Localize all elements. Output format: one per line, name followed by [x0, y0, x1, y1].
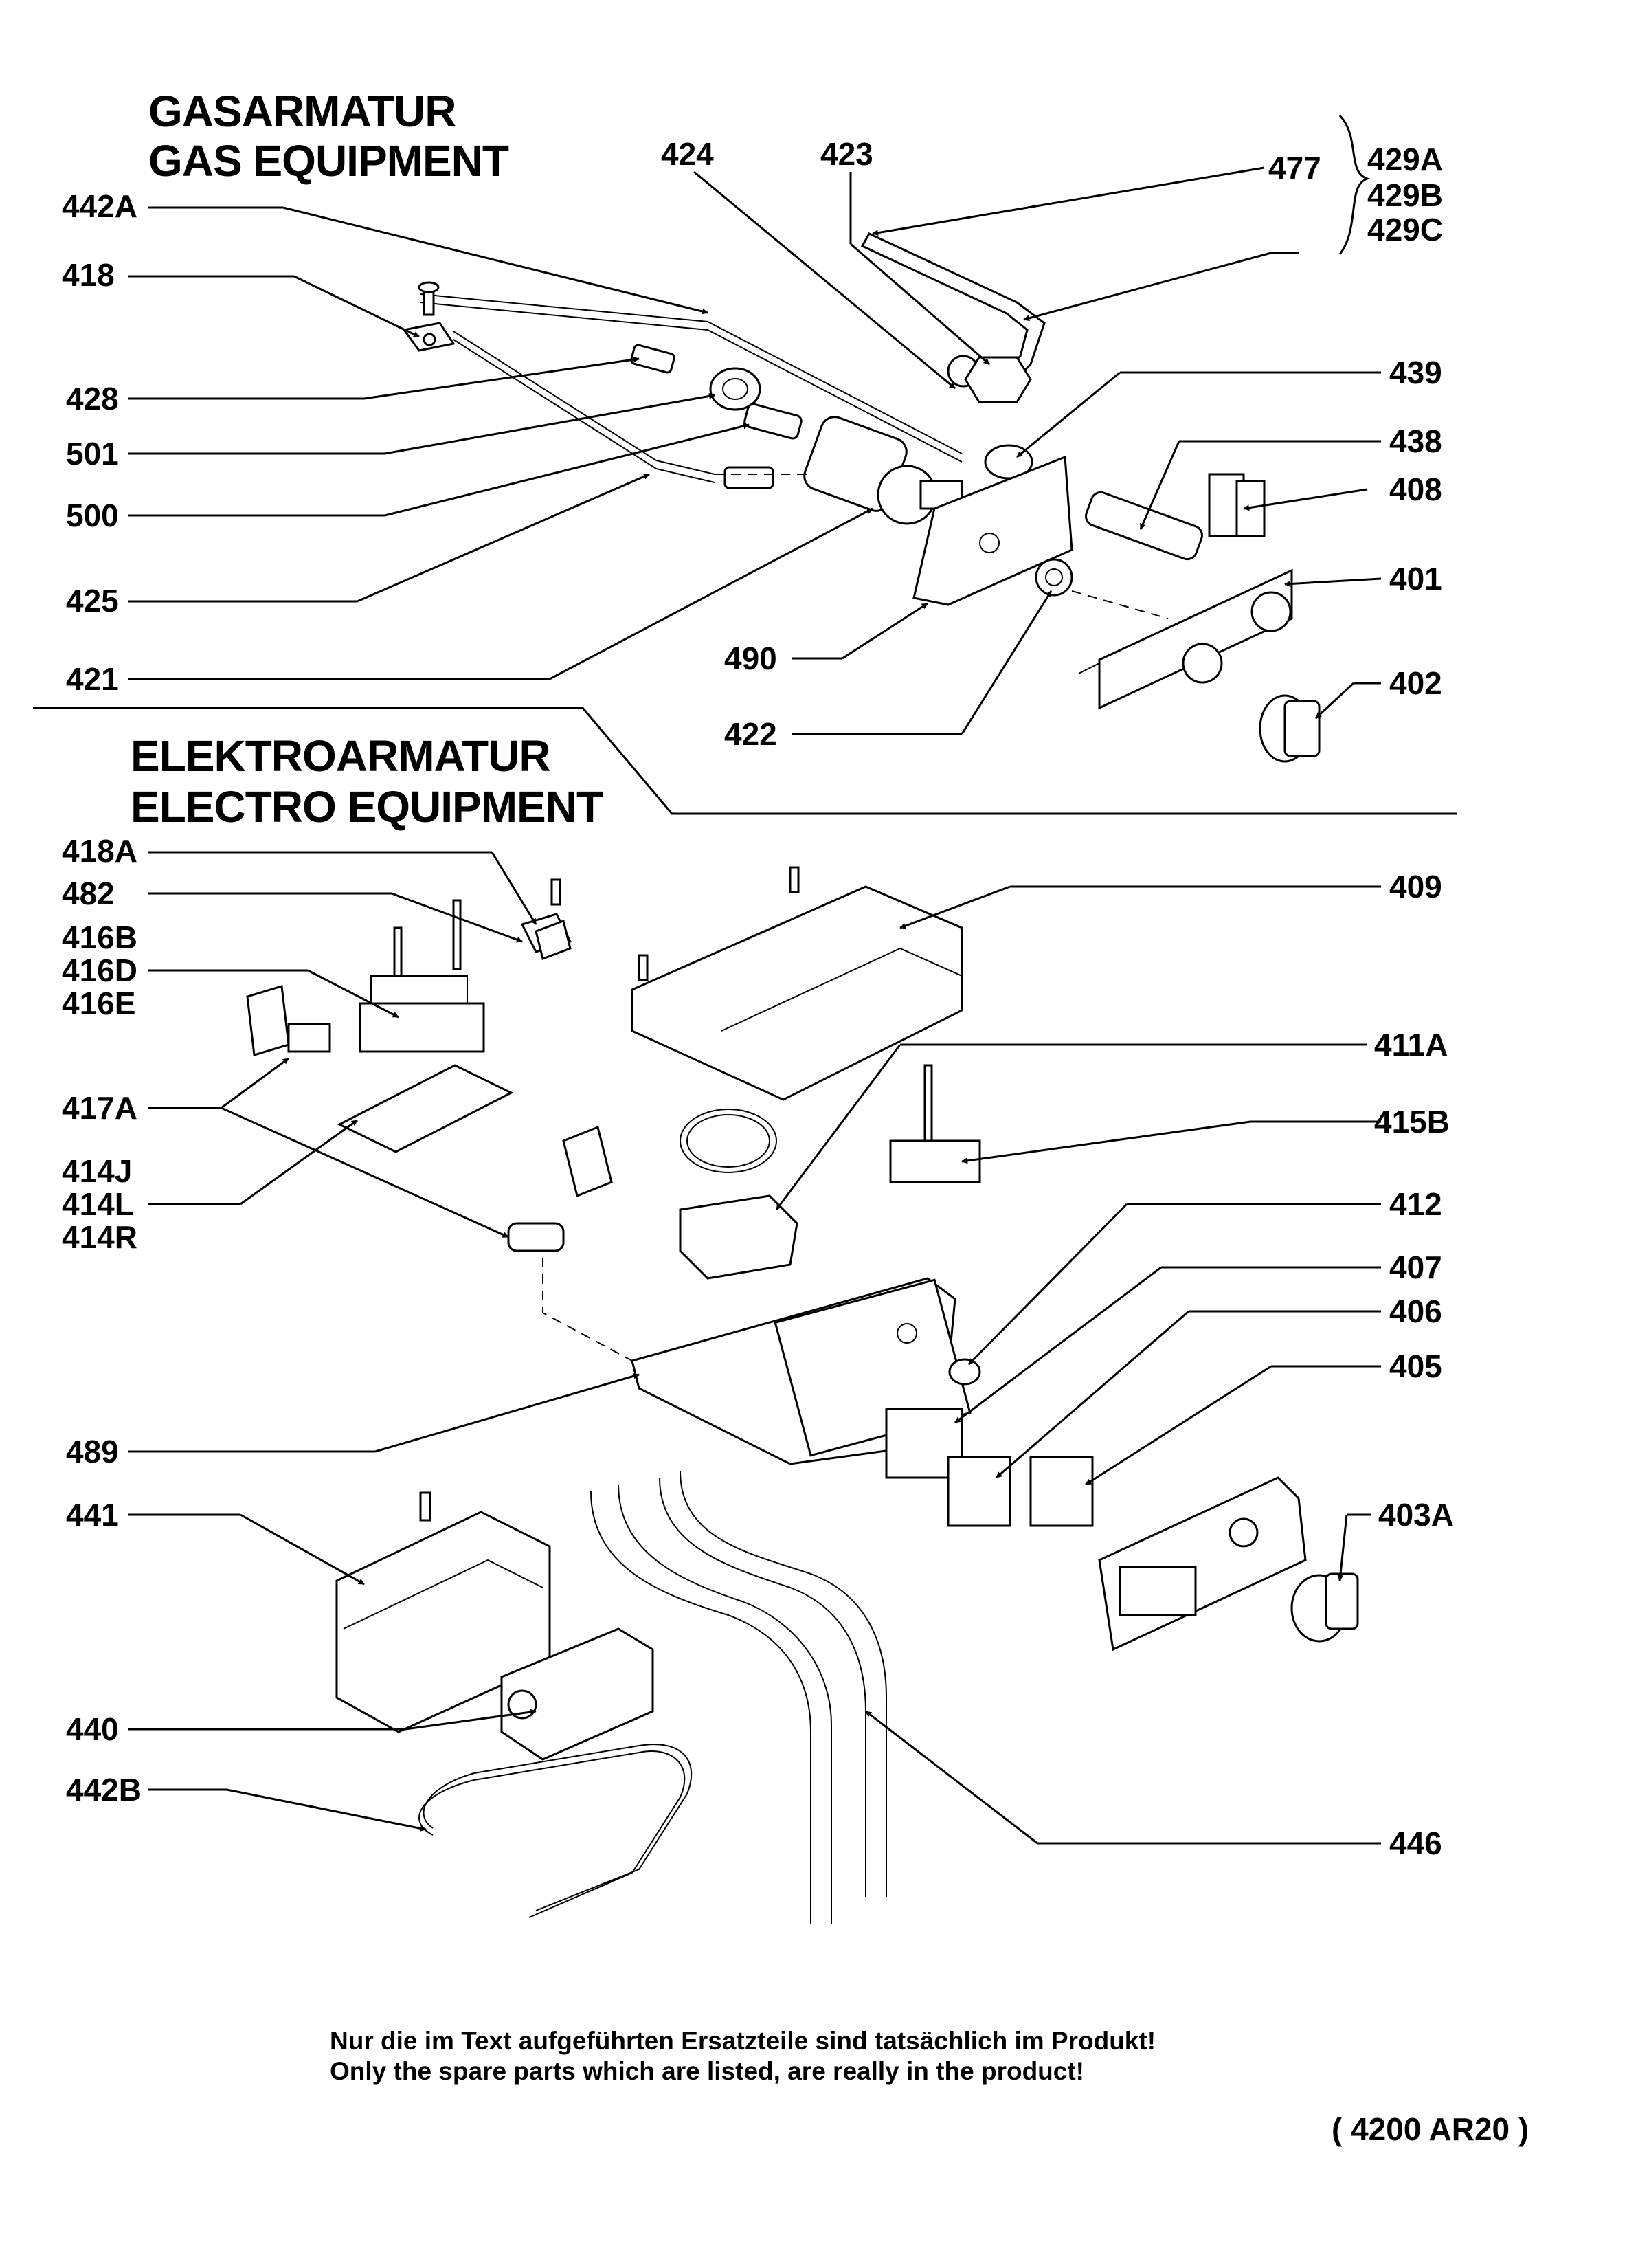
- label-442B: 442B: [66, 1772, 142, 1808]
- control-panel: [1098, 568, 1293, 710]
- gas-parts: [402, 232, 1321, 763]
- label-407: 407: [1389, 1249, 1442, 1285]
- gas-title-en: GAS EQUIPMENT: [148, 136, 509, 186]
- label-402: 402: [1389, 665, 1442, 701]
- label-429A: 429A: [1367, 142, 1443, 177]
- screw: [923, 1064, 933, 1142]
- gas-title-de: GASARMATUR: [148, 87, 456, 136]
- connector: [743, 403, 803, 440]
- label-418A: 418A: [62, 833, 137, 869]
- screw: [550, 878, 561, 906]
- switch-405: [1029, 1456, 1094, 1527]
- label-438: 438: [1389, 423, 1442, 459]
- callout-labels: 442A 418 428 501 500 425 421 424 423 477…: [62, 136, 1454, 1861]
- label-501: 501: [66, 436, 119, 471]
- washer: [1035, 558, 1073, 597]
- label-442A: 442A: [62, 188, 137, 224]
- electro-parts: [246, 866, 1359, 1924]
- insulating-plate: [337, 1064, 514, 1153]
- label-401: 401: [1389, 561, 1442, 597]
- label-489: 489: [66, 1434, 119, 1469]
- screw: [393, 926, 403, 977]
- label-477: 477: [1268, 150, 1321, 186]
- label-439: 439: [1389, 355, 1442, 390]
- label-418: 418: [62, 257, 115, 293]
- label-424: 424: [661, 136, 714, 172]
- screw: [452, 899, 462, 970]
- cable-clip: [246, 985, 290, 1056]
- label-414J: 414J: [62, 1153, 132, 1189]
- label-482: 482: [62, 876, 115, 911]
- label-425: 425: [66, 583, 119, 619]
- leader-lines: [128, 114, 1382, 1845]
- label-415B: 415B: [1374, 1104, 1450, 1139]
- valve-bracket: [912, 455, 1073, 606]
- label-411A: 411A: [1374, 1027, 1448, 1063]
- panel-nut: [948, 1358, 981, 1386]
- thermostat: [679, 1194, 798, 1280]
- footer-note-en: Only the spare parts which are listed, a…: [330, 2057, 1084, 2085]
- front-panel: [1098, 1476, 1307, 1652]
- label-429C: 429C: [1367, 212, 1443, 247]
- label-421: 421: [66, 661, 119, 697]
- label-414R: 414R: [62, 1219, 137, 1255]
- label-440: 440: [66, 1711, 119, 1747]
- label-408: 408: [1389, 471, 1442, 507]
- thermocouple-tube: [420, 293, 963, 454]
- label-423: 423: [820, 136, 873, 172]
- union-nut: [709, 367, 761, 411]
- section-divider: [33, 707, 1457, 815]
- electro-title-de: ELEKTROARMATUR: [131, 731, 550, 781]
- label-422: 422: [724, 716, 777, 752]
- capillary-coil: [680, 1109, 777, 1173]
- electro-title-en: ELECTRO EQUIPMENT: [131, 782, 603, 832]
- label-441: 441: [66, 1497, 119, 1533]
- label-403A: 403A: [1378, 1497, 1454, 1533]
- group-brace: [1338, 114, 1371, 255]
- hex-nut: [964, 356, 1032, 403]
- label-416E: 416E: [62, 986, 135, 1021]
- label-417A: 417A: [62, 1090, 137, 1126]
- label-412: 412: [1389, 1186, 1442, 1222]
- label-414L: 414L: [62, 1186, 134, 1222]
- ignition-cable: [423, 1744, 693, 1911]
- label-428: 428: [66, 381, 119, 416]
- label-490: 490: [724, 641, 777, 676]
- tube-fitting: [723, 466, 774, 489]
- screw: [638, 954, 649, 981]
- label-416D: 416D: [62, 953, 137, 988]
- piezo-igniter: [1085, 491, 1203, 561]
- screw: [789, 866, 800, 893]
- sensor-cable: [590, 1491, 811, 1924]
- nipple: [630, 344, 675, 374]
- label-405: 405: [1389, 1348, 1442, 1384]
- label-500: 500: [66, 498, 119, 533]
- cover-hood: [631, 885, 963, 1101]
- footer-note-de: Nur die im Text aufgeführten Ersatzteile…: [330, 2027, 1156, 2055]
- label-416B: 416B: [62, 920, 137, 955]
- switch-406: [947, 1456, 1011, 1527]
- label-409: 409: [1389, 869, 1442, 904]
- gas-tube: [453, 331, 715, 475]
- spark-generator: [500, 1627, 654, 1761]
- terminal-block: [359, 1002, 485, 1053]
- cable-clip-lower: [507, 1222, 565, 1252]
- drawing-code: ( 4200 AR20 ): [1332, 2111, 1529, 2147]
- screw: [419, 1491, 431, 1522]
- label-446: 446: [1389, 1825, 1442, 1861]
- label-429B: 429B: [1367, 177, 1443, 213]
- label-406: 406: [1389, 1293, 1442, 1329]
